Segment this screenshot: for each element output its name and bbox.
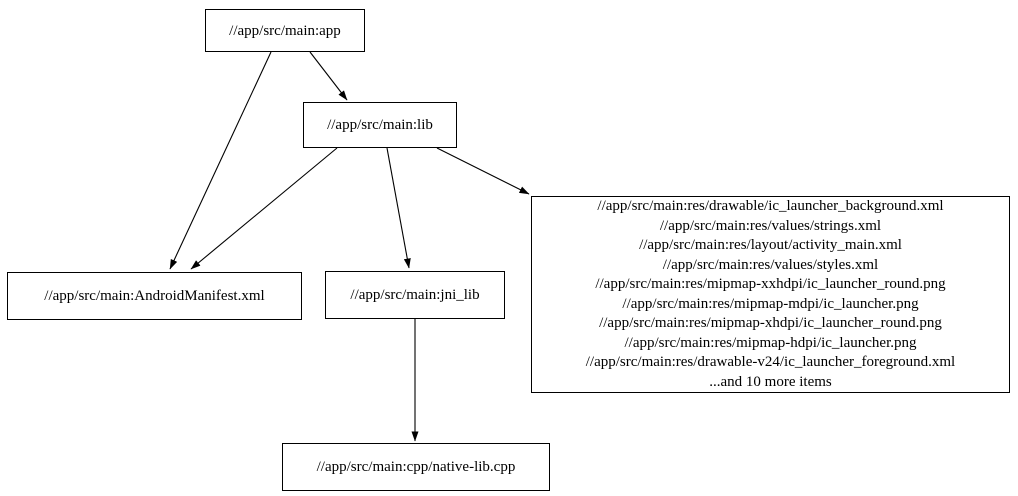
resource-item: //app/src/main:res/values/styles.xml <box>662 256 879 273</box>
resource-item: //app/src/main:res/mipmap-hdpi/ic_launch… <box>624 334 917 351</box>
node-app-label: //app/src/main:app <box>229 22 341 39</box>
resource-item: //app/src/main:res/values/strings.xml <box>659 217 882 234</box>
resource-item: //app/src/main:res/mipmap-xhdpi/ic_launc… <box>599 315 942 331</box>
node-native-lib-cpp: //app/src/main:cpp/native-lib.cpp <box>282 443 550 491</box>
resource-more-items: ...and 10 more items <box>709 373 832 390</box>
edge-app-to-lib <box>309 51 348 101</box>
node-jni-lib: //app/src/main:jni_lib <box>325 271 505 319</box>
edge-lib-to-jni-lib <box>386 147 411 269</box>
node-native-lib-cpp-label: //app/src/main:cpp/native-lib.cpp <box>316 459 516 475</box>
node-resources-group: //app/src/main:res/drawable/ic_launcher_… <box>531 196 1010 393</box>
resource-item: //app/src/main:res/drawable-v24/ic_launc… <box>585 354 956 370</box>
node-app-target: //app/src/main:app <box>205 9 365 52</box>
edge-app-to-manifest <box>169 51 272 270</box>
node-android-manifest: //app/src/main:AndroidManifest.xml <box>7 272 302 320</box>
node-android-manifest-label: //app/src/main:AndroidManifest.xml <box>44 288 265 304</box>
resource-item: //app/src/main:res/mipmap-mdpi/ic_launch… <box>622 295 919 312</box>
edge-lib-to-resources <box>436 147 530 195</box>
resource-item: //app/src/main:res/layout/activity_main.… <box>639 237 902 253</box>
edge-lib-to-manifest <box>190 147 338 270</box>
node-lib-label: //app/src/main:lib <box>327 117 433 133</box>
resource-item: //app/src/main:res/mipmap-xxhdpi/ic_laun… <box>595 276 946 292</box>
resource-item: //app/src/main:res/drawable/ic_launcher_… <box>597 198 944 214</box>
node-lib-target: //app/src/main:lib <box>303 102 457 148</box>
node-jni-lib-label: //app/src/main:jni_lib <box>350 287 480 303</box>
